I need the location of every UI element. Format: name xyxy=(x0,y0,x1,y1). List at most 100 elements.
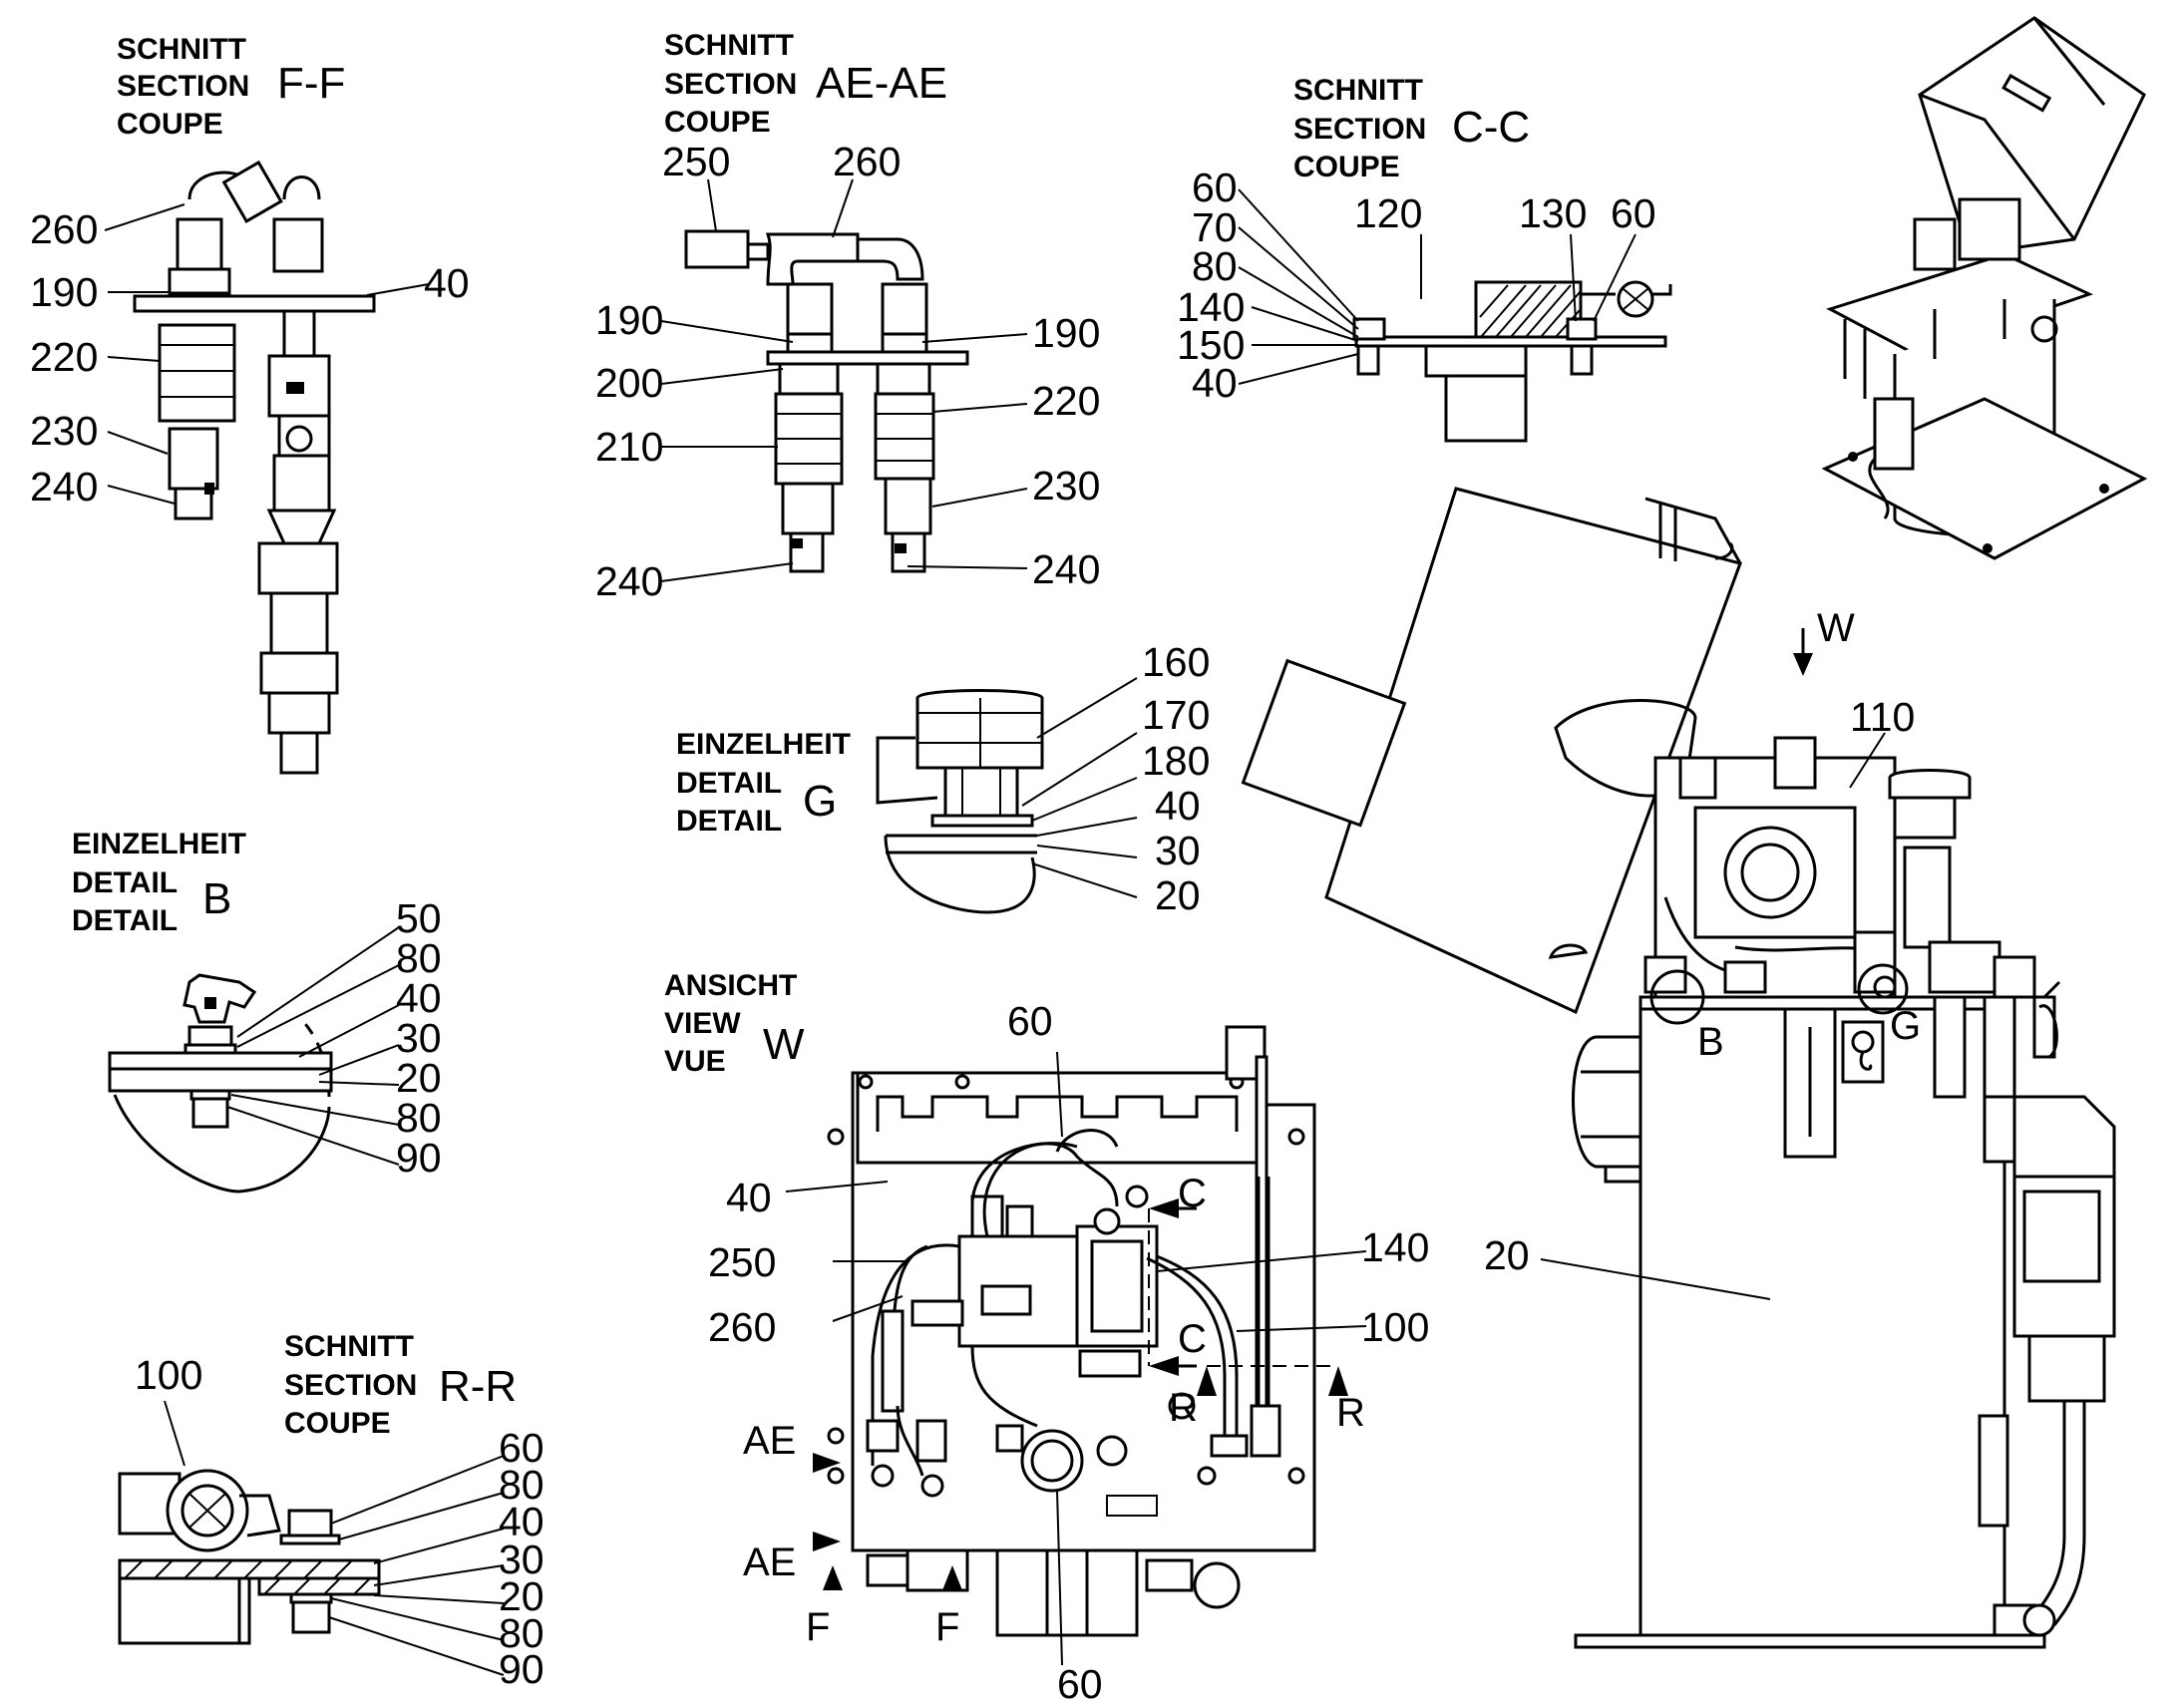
rr-callout-20: 20 xyxy=(499,1573,545,1619)
main-detail-g-label: G xyxy=(1890,1004,1921,1048)
ae-callout-210: 210 xyxy=(595,424,663,470)
w-arrow-ae-top xyxy=(813,1453,841,1473)
ae-callout-260: 260 xyxy=(833,139,901,184)
iso-top-plate xyxy=(1826,252,2093,356)
main-hood-box xyxy=(1241,658,1407,828)
b-callout-80-lower: 80 xyxy=(396,1095,442,1141)
w-marker-c-top: C xyxy=(1178,1172,1207,1215)
b-callout-30: 30 xyxy=(396,1015,442,1061)
w-callout-100: 100 xyxy=(1361,1304,1429,1350)
section-rr-view: 100 SCHNITT SECTION COUPE R-R xyxy=(118,1330,545,1692)
w-header-ansicht: ANSICHT xyxy=(664,969,797,1002)
g-header-detail: DETAIL xyxy=(676,767,782,800)
w-arrow-f-right xyxy=(942,1565,962,1590)
b-header-detail-2: DETAIL xyxy=(72,904,178,937)
b-nut-90 xyxy=(191,1097,229,1129)
rr-callout-80-lower: 80 xyxy=(499,1610,545,1656)
ff-right-nut xyxy=(272,217,324,273)
w-header-view: VIEW xyxy=(664,1007,741,1040)
w-marker-ae-bottom: AE xyxy=(743,1540,796,1584)
cc-callout-150: 150 xyxy=(1177,322,1245,368)
ff-elbow-nut xyxy=(221,160,283,223)
w-arrow-r-left xyxy=(1197,1366,1217,1396)
b-header-einzelheit: EINZELHEIT xyxy=(72,828,246,860)
iso-filter xyxy=(1873,397,1915,471)
ae-callout-240-left: 240 xyxy=(595,558,663,604)
w-marker-c-bottom: C xyxy=(1178,1317,1207,1361)
ff-callout-260: 260 xyxy=(30,206,98,252)
ae-callout-200: 200 xyxy=(595,360,663,406)
rr-nut-90 xyxy=(291,1600,331,1634)
ff-fitting-230 xyxy=(168,427,219,491)
w-callout-60-bottom: 60 xyxy=(1057,1661,1103,1707)
main-base xyxy=(1574,1633,2046,1649)
main-detail-g-circle xyxy=(1857,963,1909,1015)
b-clip xyxy=(182,973,257,1024)
rr-callout-60: 60 xyxy=(499,1425,545,1471)
detail-b-view: EINZELHEIT DETAIL DETAIL B 50 80 40 30 2… xyxy=(72,828,442,1194)
cc-callout-120: 120 xyxy=(1354,190,1422,236)
ae-header-schnitt: SCHNITT xyxy=(664,29,794,62)
w-marker-f-right: F xyxy=(935,1605,959,1649)
ff-plate-40 xyxy=(133,294,376,313)
cc-header-section: SECTION xyxy=(1293,113,1426,146)
ff-fitting-nut xyxy=(176,217,223,271)
cc-callout-140: 140 xyxy=(1177,284,1245,330)
g-detail-ref: G xyxy=(803,777,837,826)
ff-hose-body xyxy=(257,541,339,595)
section-cc-view: SCHNITT SECTION COUPE C-C 60 70 80 xyxy=(1177,74,1672,443)
cc-header-coupe: COUPE xyxy=(1293,151,1400,183)
g-callout-170: 170 xyxy=(1142,692,1210,738)
g-stem-170 xyxy=(943,766,1019,818)
cc-header-schnitt: SCHNITT xyxy=(1293,74,1423,107)
rr-callout-90: 90 xyxy=(499,1646,545,1692)
ae-callout-240-right: 240 xyxy=(1032,546,1100,592)
cc-section-ref: C-C xyxy=(1452,103,1530,152)
w-lower-body xyxy=(995,1548,1139,1637)
ff-callout-40: 40 xyxy=(424,260,470,306)
g-callout-30: 30 xyxy=(1155,828,1201,873)
w-view-ref: W xyxy=(763,1020,805,1069)
rr-callout-100: 100 xyxy=(135,1352,202,1398)
main-view-w-arrow xyxy=(1793,653,1813,676)
b-callout-80: 80 xyxy=(396,935,442,981)
ae-connector-250 xyxy=(684,229,750,269)
cc-callout-80: 80 xyxy=(1192,243,1238,289)
ff-callout-220: 220 xyxy=(30,334,98,380)
main-detail-b-label: B xyxy=(1697,1020,1724,1064)
main-callout-110: 110 xyxy=(1850,694,1915,740)
main-w-marker: W xyxy=(1817,606,1855,650)
cc-callout-40: 40 xyxy=(1192,360,1238,406)
ff-callout-240: 240 xyxy=(30,464,98,510)
rr-callout-40: 40 xyxy=(499,1499,545,1544)
w-arrow-f-left xyxy=(823,1565,843,1590)
cc-callout-70: 70 xyxy=(1192,204,1238,250)
w-callout-260: 260 xyxy=(708,1304,776,1350)
rr-header-schnitt: SCHNITT xyxy=(284,1330,414,1363)
rr-header-section: SECTION xyxy=(284,1369,417,1402)
ff-coupling-220 xyxy=(158,323,236,423)
ae-header-coupe: COUPE xyxy=(664,106,771,139)
b-callout-40: 40 xyxy=(396,975,442,1021)
ae-coupling-220 xyxy=(874,392,935,481)
cc-housing xyxy=(1444,374,1528,443)
ae-header-section: SECTION xyxy=(664,68,797,101)
w-marker-ae-top: AE xyxy=(743,1419,796,1463)
ff-section-ref: F-F xyxy=(277,59,345,108)
w-callout-250: 250 xyxy=(708,1239,776,1285)
g-header-einzelheit: EINZELHEIT xyxy=(676,728,851,761)
ff-callout-230: 230 xyxy=(30,408,98,454)
rr-header-coupe: COUPE xyxy=(284,1407,391,1440)
ff-header-section: SECTION xyxy=(117,70,249,103)
b-callout-50: 50 xyxy=(396,895,442,941)
main-side-view: W 110 20 B G xyxy=(1241,487,2116,1649)
w-arrow-ae-bottom xyxy=(813,1532,841,1551)
g-header-detail-2: DETAIL xyxy=(676,805,782,838)
ae-plate-190 xyxy=(766,350,969,366)
ff-loop-right xyxy=(282,175,321,200)
rr-callout-80: 80 xyxy=(499,1462,545,1508)
ae-elbow-260 xyxy=(765,232,860,286)
cc-callout-130: 130 xyxy=(1519,190,1587,236)
rr-section-ref: R-R xyxy=(439,1362,517,1411)
